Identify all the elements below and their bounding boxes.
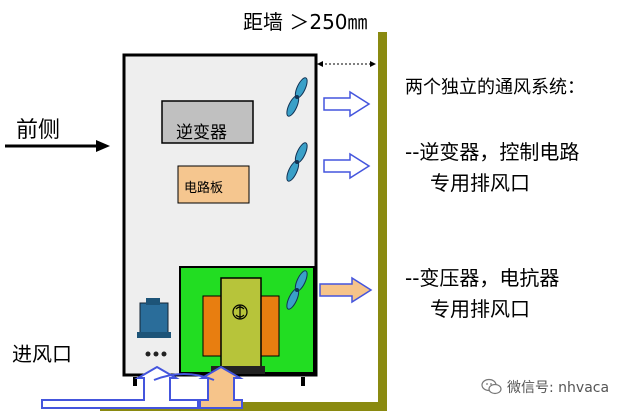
transformer-symbol	[232, 304, 248, 320]
front-side-label: 前侧	[16, 118, 61, 143]
pcb-box	[177, 165, 250, 204]
inlet-arrow-right	[198, 365, 244, 409]
wall-clearance-label: 距墙 ＞250㎜	[243, 10, 368, 34]
watermark-text: 微信号: nhvaca	[507, 380, 610, 396]
cabinet-foot-right	[301, 377, 305, 386]
air-inlet-label: 进风口	[12, 342, 72, 366]
front-arrow-head	[96, 140, 110, 152]
motor-icon	[137, 298, 171, 357]
system-1-line-1: --逆变器，控制电路	[405, 140, 580, 164]
exhaust-arrow-3	[319, 276, 373, 304]
inverter-box	[161, 100, 254, 144]
systems-title: 两个独立的通风系统：	[405, 77, 585, 98]
fan-icon-bottom	[286, 270, 308, 310]
inverter-label: 逆变器	[176, 123, 227, 143]
inlet-flow-curve	[153, 373, 215, 381]
clearance-arrowheads	[317, 61, 376, 67]
system-2-line-2: 专用排风口	[430, 297, 530, 321]
exhaust-arrow-2	[323, 152, 371, 180]
pcb-label: 电路板	[184, 181, 224, 196]
cabinet-foot-left	[133, 377, 137, 386]
system-1-line-2: 专用排风口	[430, 171, 530, 195]
wall	[378, 32, 387, 410]
transformer-base	[211, 366, 265, 374]
transformer-core	[220, 277, 262, 371]
system-2-line-1: --变压器，电抗器	[405, 266, 560, 290]
wechat-icon	[481, 378, 502, 395]
exhaust-arrow-1	[323, 90, 371, 118]
fan-icon-top	[286, 77, 308, 117]
watermark: 微信号: nhvaca	[481, 377, 609, 397]
fan-icon-middle	[286, 142, 308, 182]
floor	[100, 402, 387, 411]
